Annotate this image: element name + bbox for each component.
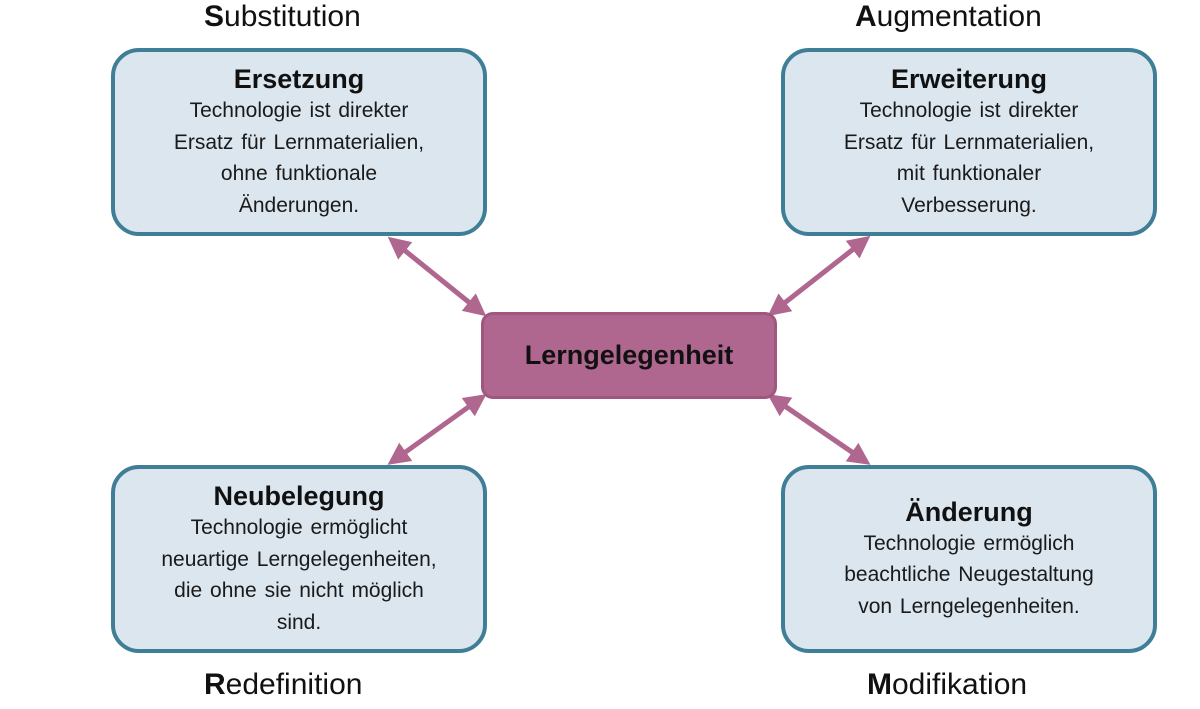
- heading-substitution: Substitution: [204, 0, 361, 34]
- heading-rest: ubstitution: [224, 0, 361, 33]
- center-label: Lerngelegenheit: [524, 340, 734, 370]
- box-description: Technologie ermöglich beachtliche Neuges…: [844, 531, 1094, 618]
- heading-modifikation: Modifikation: [867, 668, 1027, 702]
- heading-initial: R: [204, 668, 226, 701]
- heading-rest: edefinition: [225, 668, 363, 701]
- box-description: Technologie ist direkter Ersatz für Lern…: [173, 99, 425, 217]
- heading-initial: A: [855, 0, 877, 33]
- box-title: Erweiterung: [890, 64, 1048, 94]
- box-erweiterung: Erweiterung Technologie ist direkter Ers…: [781, 48, 1157, 236]
- box-ersetzung: Ersetzung Technologie ist direkter Ersat…: [111, 48, 487, 236]
- arrow-augmentation: [767, 235, 871, 317]
- heading-rest: ugmentation: [876, 0, 1042, 33]
- box-title: Ersetzung: [233, 64, 365, 94]
- arrow-modifikation: [767, 394, 871, 465]
- box-title: Neubelegung: [213, 481, 385, 511]
- center-node: Lerngelegenheit: [481, 312, 777, 399]
- heading-initial: S: [204, 0, 225, 33]
- heading-augmentation: Augmentation: [855, 0, 1042, 34]
- box-neubelegung: Neubelegung Technologie ermöglicht neuar…: [111, 465, 487, 653]
- heading-initial: M: [867, 668, 892, 701]
- arrow-substitution: [387, 236, 487, 317]
- box-aenderung: Änderung Technologie ermöglich beachtlic…: [781, 465, 1157, 653]
- box-description: Technologie ist direkter Ersatz für Lern…: [843, 99, 1095, 217]
- box-description: Technologie ermöglicht neuartige Lerngel…: [161, 516, 437, 634]
- heading-rest: odifikation: [892, 668, 1028, 701]
- box-title: Änderung: [905, 496, 1033, 527]
- heading-redefinition: Redefinition: [204, 668, 362, 702]
- arrow-redefinition: [387, 394, 487, 465]
